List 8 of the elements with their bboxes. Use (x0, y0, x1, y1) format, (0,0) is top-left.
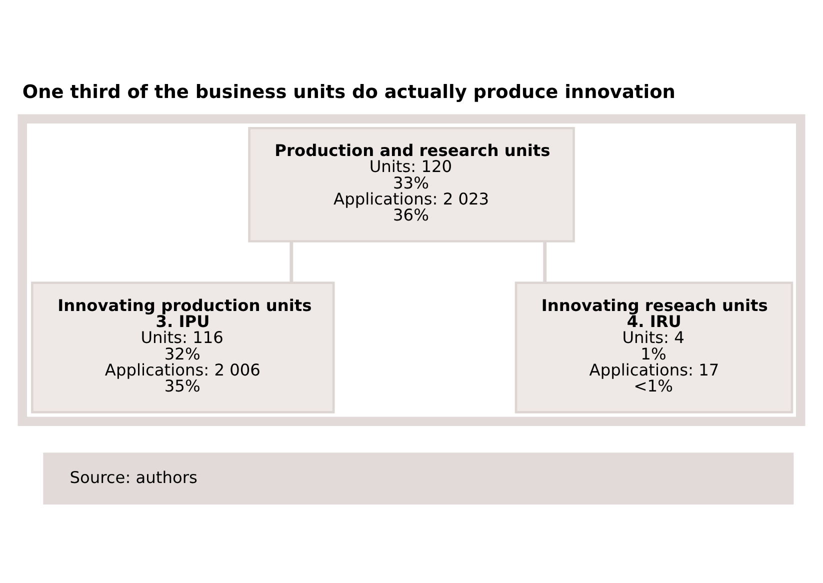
node-box: Innovating production units 3. IPU Units: 116 32% Applications: 2 006 35% (31, 282, 335, 414)
caption: Source: authors (70, 468, 198, 487)
cluster (18, 114, 806, 426)
connector (543, 242, 547, 283)
node-box: Production and research units Units: 120 33% Applications: 2 023 36% (248, 126, 575, 242)
node-box: Innovating reseach units 4. IRU Units: 4 1% Applications: 17 <1% (514, 282, 794, 414)
connector (290, 242, 294, 283)
diagram-title: One third of the business units do actually produce innovation (22, 82, 676, 103)
